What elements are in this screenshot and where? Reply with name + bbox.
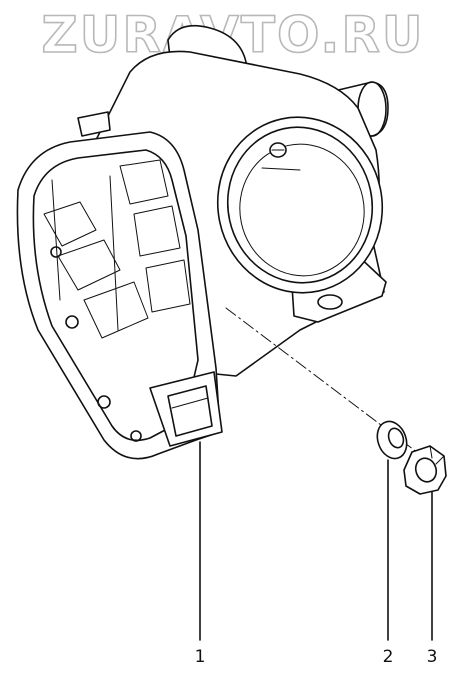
watermark-text: ZURAVTO.RU xyxy=(42,6,425,64)
throttle-body-drawing xyxy=(16,24,389,460)
callout-label-3: 3 xyxy=(427,647,438,667)
callout-label-2: 2 xyxy=(383,647,394,667)
nut-drawing xyxy=(403,445,447,495)
assembly-axis-line xyxy=(225,307,431,463)
washer-drawing xyxy=(376,420,408,460)
callout-label-1: 1 xyxy=(195,647,206,667)
